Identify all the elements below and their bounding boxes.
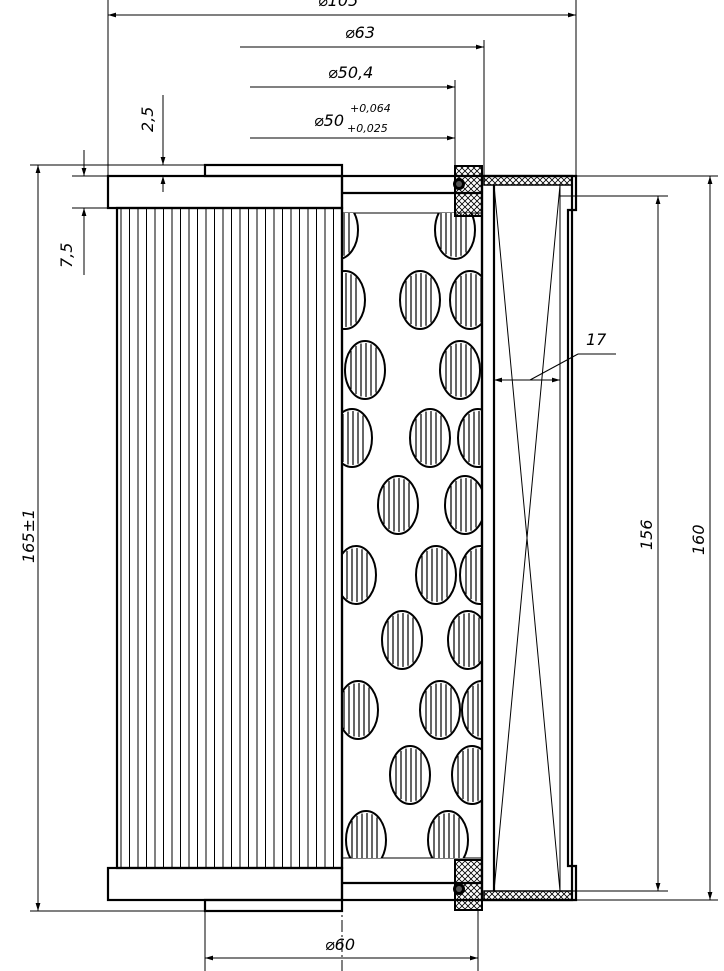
dim-wall-thickness: 17 xyxy=(586,330,607,349)
perforation-hole xyxy=(399,270,441,330)
perforation-holes xyxy=(343,213,481,858)
dim-bottom-diameter: ⌀60 xyxy=(325,935,355,954)
bottom-cap-collar xyxy=(203,898,344,913)
perforation-hole xyxy=(389,745,431,805)
perforation-hole xyxy=(377,475,419,535)
dim-inner-length: 156 xyxy=(637,519,656,550)
dim-cap-thickness: 2,5 xyxy=(138,107,157,132)
perforation-hole xyxy=(343,213,359,260)
perforation-hole xyxy=(451,745,481,805)
dim-bore-tol-upper: +0,064 xyxy=(350,102,391,115)
top-end-cap xyxy=(106,174,344,210)
top-hatch-strip xyxy=(483,175,573,186)
filter-body xyxy=(106,163,578,971)
perforation-hole xyxy=(444,475,481,535)
dim-outer-diameter: ⌀105 xyxy=(318,0,358,10)
bottom-end-cap xyxy=(106,866,344,902)
perforation-hole xyxy=(343,545,377,605)
dim-seal-diameter: ⌀50,4 xyxy=(328,63,373,82)
top-cap-collar xyxy=(203,163,344,178)
bottom-hatch-strip xyxy=(483,890,573,901)
perforation-hole xyxy=(434,213,476,260)
dim-bore-diameter: ⌀50 xyxy=(314,111,344,130)
dimension-set: ⌀105 ⌀63 ⌀50,4 ⌀50 +0,064 +0,025 2,5 7,5… xyxy=(19,0,718,971)
dim-end-plate-height: 7,5 xyxy=(57,243,76,268)
perforation-hole xyxy=(439,340,481,400)
perforation-hole xyxy=(344,340,386,400)
perforation-hole xyxy=(343,408,373,468)
perforation-hole xyxy=(461,680,481,740)
perforation-hole xyxy=(343,270,366,330)
perforation-hole xyxy=(427,810,469,858)
pleated-filter-media xyxy=(120,208,334,868)
top-seal-block xyxy=(454,165,483,217)
perforation-hole xyxy=(409,408,451,468)
perforation-hole xyxy=(419,680,461,740)
perforation-hole xyxy=(415,545,457,605)
perforation-hole xyxy=(381,610,423,670)
dim-flange-diameter: ⌀63 xyxy=(345,23,375,42)
dim-outer-length: 160 xyxy=(689,524,708,555)
dim-bore-tol-lower: +0,025 xyxy=(347,122,388,135)
dim-total-length: 165±1 xyxy=(19,509,38,563)
perforation-hole xyxy=(345,810,387,858)
